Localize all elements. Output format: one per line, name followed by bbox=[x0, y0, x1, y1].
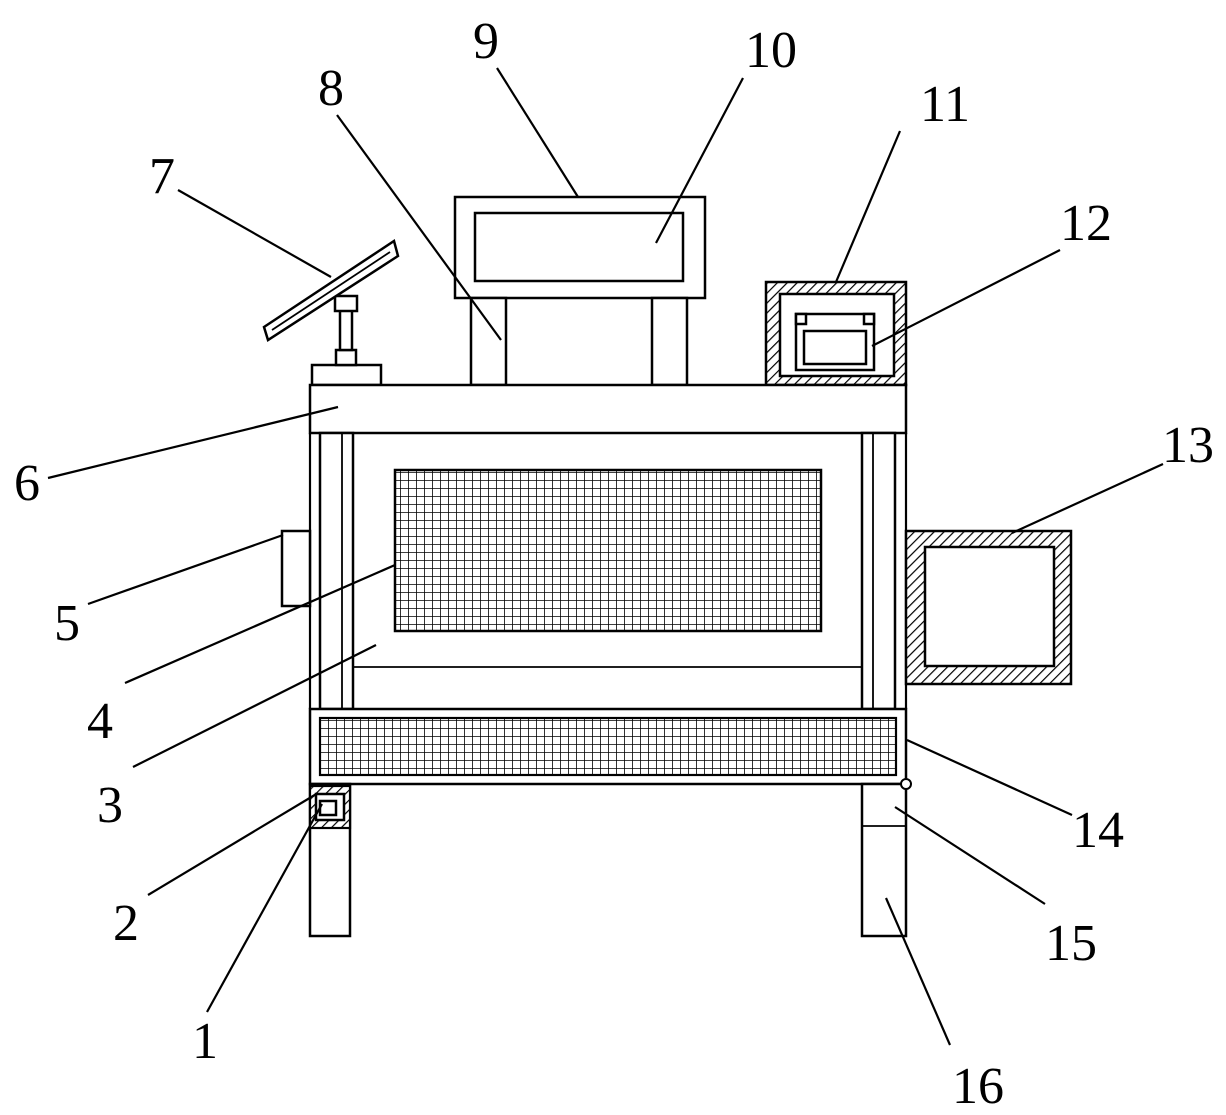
callout-2: 2 bbox=[113, 895, 139, 952]
right-leg bbox=[860, 778, 912, 938]
callout-13: 13 bbox=[1162, 417, 1214, 474]
monitor-support bbox=[469, 296, 689, 387]
callout-3: 3 bbox=[97, 777, 123, 834]
monitor bbox=[453, 195, 707, 300]
callout-16: 16 bbox=[952, 1058, 1004, 1115]
callout-9: 9 bbox=[473, 13, 499, 70]
callout-4: 4 bbox=[87, 693, 113, 750]
bottom-base bbox=[308, 707, 908, 786]
callout-10: 10 bbox=[745, 22, 797, 79]
callout-labels: 1 2 3 4 5 6 7 8 9 10 11 12 13 14 15 16 bbox=[14, 13, 1214, 1115]
callout-14: 14 bbox=[1072, 802, 1124, 859]
callout-11: 11 bbox=[920, 76, 970, 133]
leader-lines bbox=[47, 67, 1164, 1046]
callout-12: 12 bbox=[1060, 195, 1112, 252]
callout-1: 1 bbox=[192, 1013, 218, 1070]
callout-8: 8 bbox=[318, 60, 344, 117]
callout-5: 5 bbox=[54, 595, 80, 652]
top-box bbox=[764, 280, 908, 387]
side-posts bbox=[318, 431, 897, 711]
right-box bbox=[904, 529, 1073, 686]
left-device bbox=[280, 529, 312, 608]
inner-panel bbox=[353, 468, 862, 668]
callout-6: 6 bbox=[14, 455, 40, 512]
callout-15: 15 bbox=[1045, 915, 1097, 972]
solar-panel bbox=[262, 238, 400, 387]
top-plate bbox=[308, 383, 908, 435]
callout-7: 7 bbox=[149, 148, 175, 205]
left-leg bbox=[308, 782, 352, 938]
